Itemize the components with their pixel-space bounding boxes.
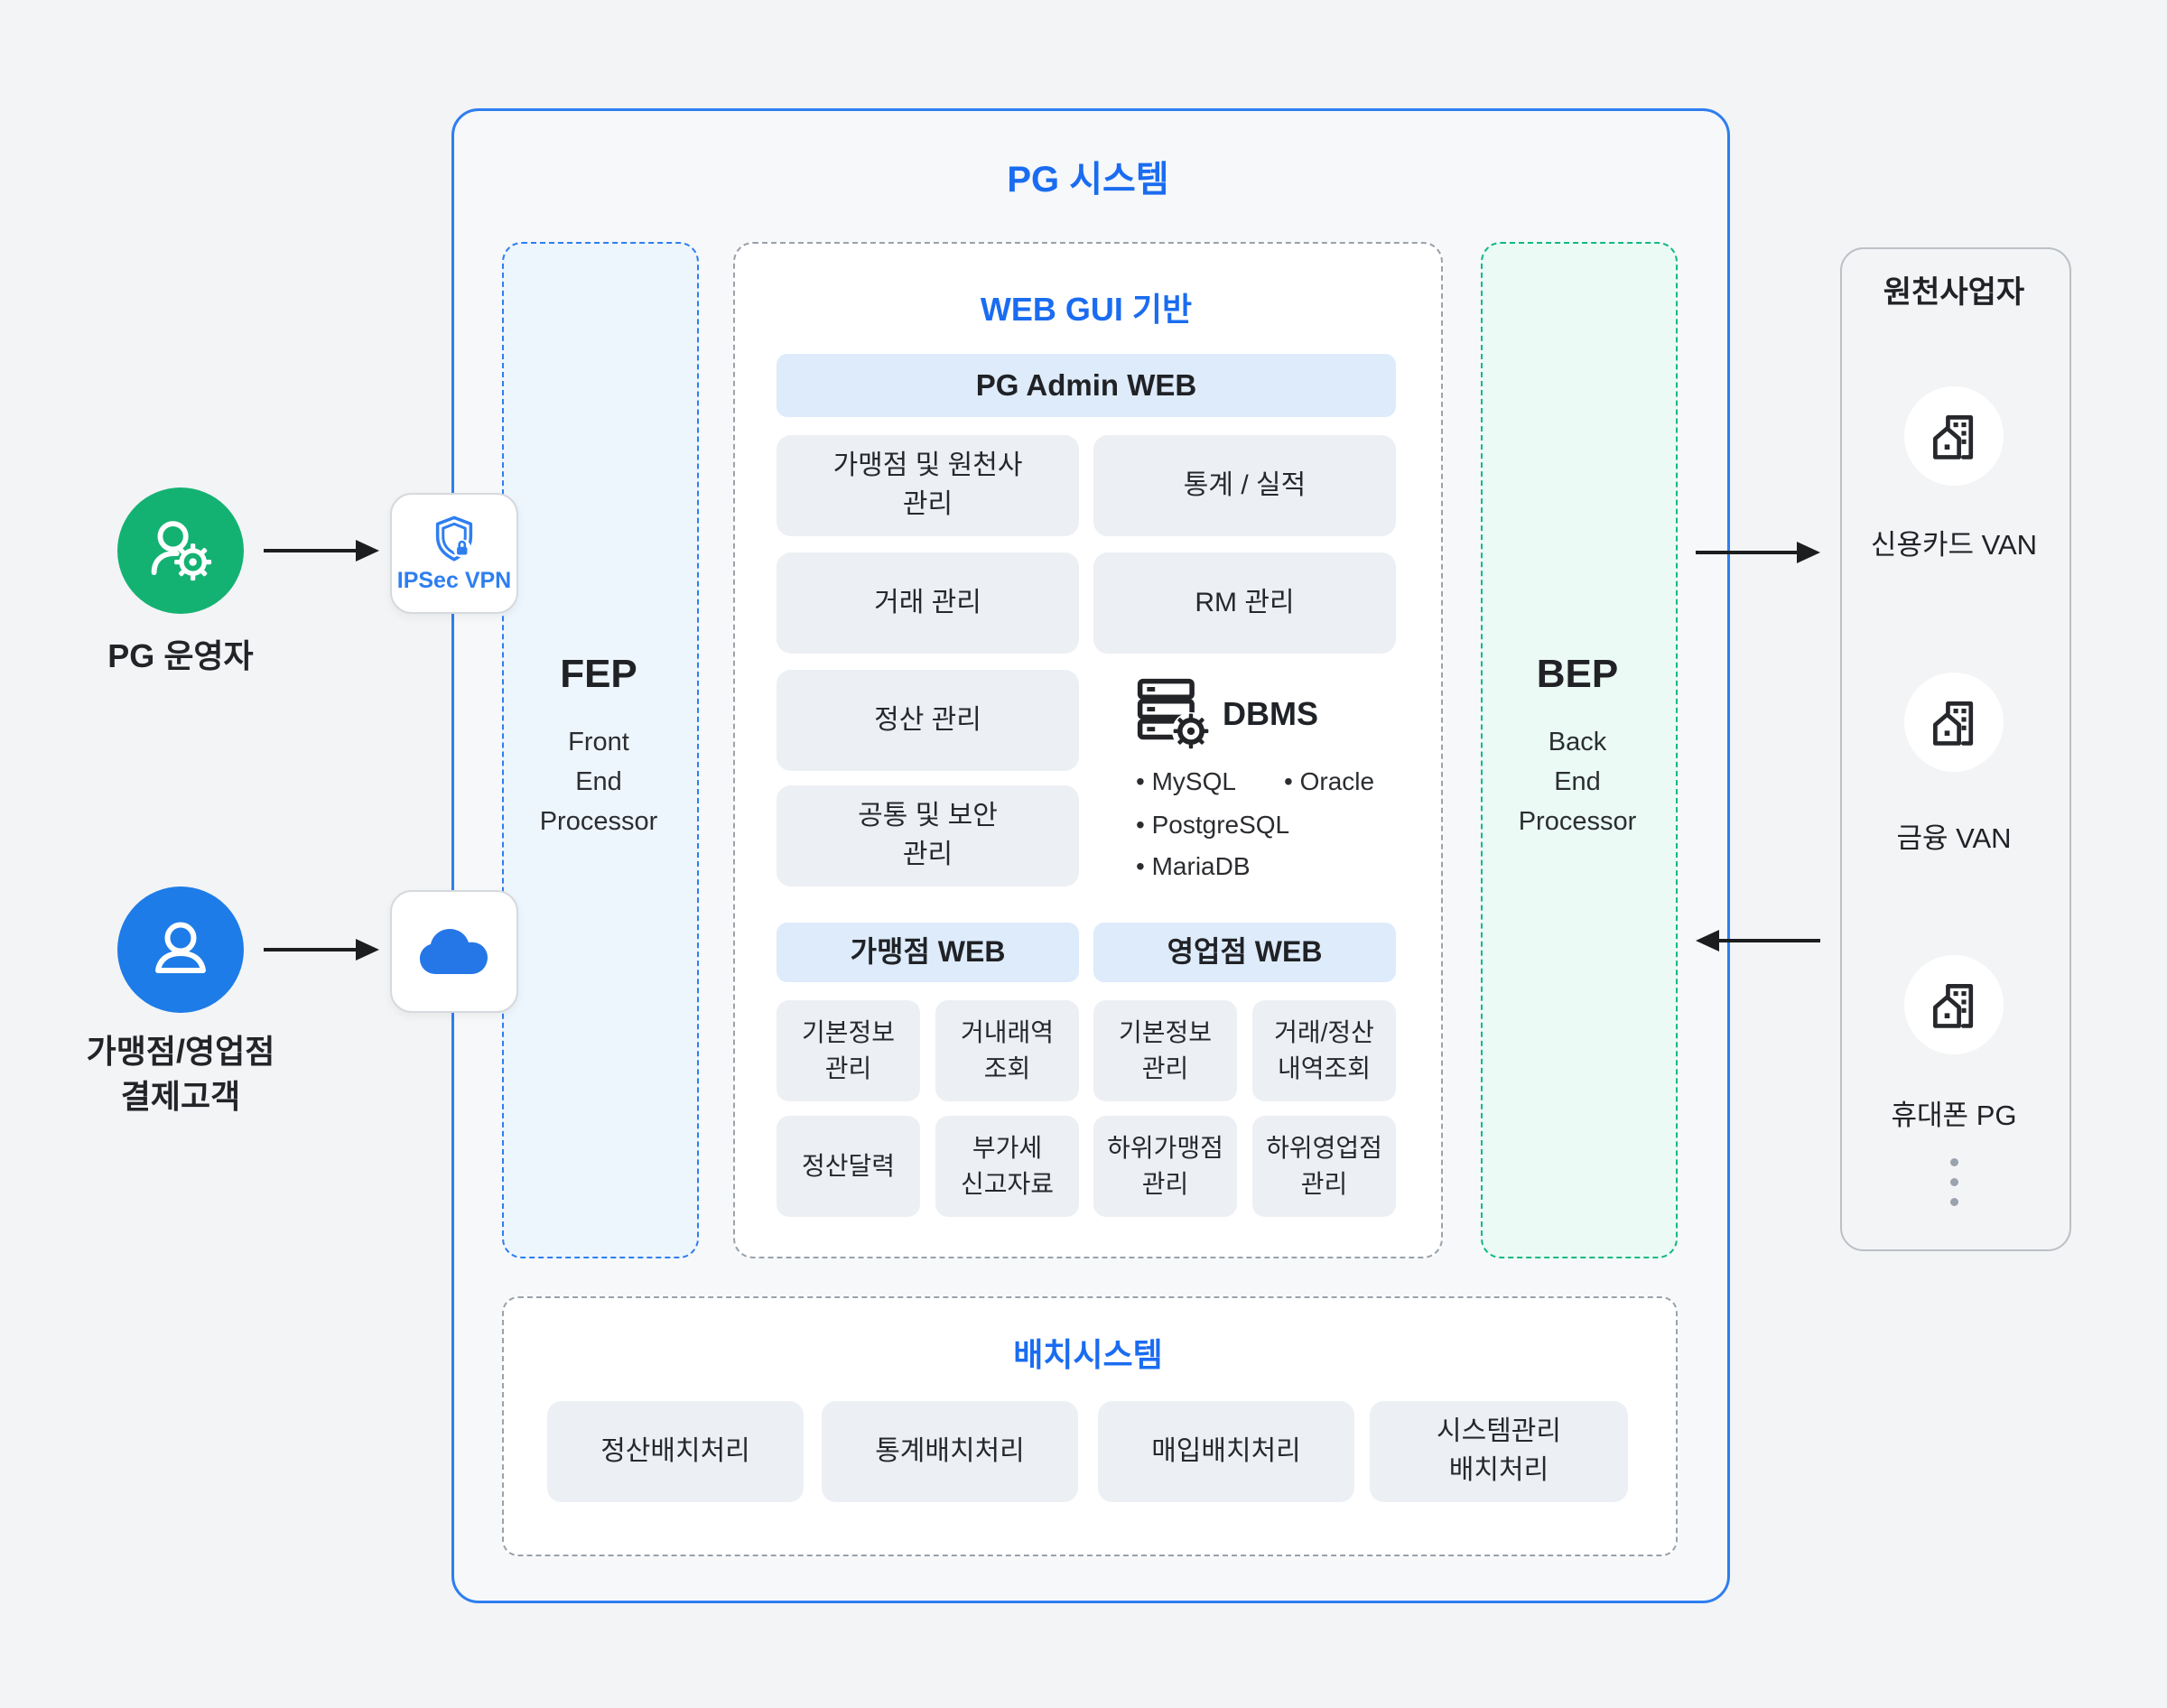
dbms-item-mysql: MySQL [1136,767,1236,796]
sales-cell-sub-sales-mgmt: 하위영업점 관리 [1252,1116,1396,1217]
server-gear-icon [1137,678,1210,750]
building-icon [1933,701,1974,746]
sales-cell-trans-settlement-inquiry: 거래/정산 내역조회 [1252,1000,1396,1101]
dbms-item-postgresql: PostgreSQL [1136,811,1290,840]
bep-column [1481,242,1678,1258]
ipsec-vpn-card: IPSec VPN [390,493,518,614]
customer-label: 가맹점/영업점 결제고객 [86,1033,275,1115]
merchant-cell-basic-info: 기본정보 관리 [777,1000,920,1101]
customer-avatar [117,886,244,1013]
batch-button-purchase: 매입배치처리 [1098,1401,1354,1502]
bep-subtitle: Back End Processor [1518,728,1637,836]
merchant-cell-vat-report: 부가세 신고자료 [935,1116,1079,1217]
pg-admin-web-header: PG Admin WEB [777,354,1396,417]
pg-operator-label: PG 운영자 [107,637,254,674]
user-icon [155,922,206,973]
dbms-title: DBMS [1223,695,1318,732]
fep-column [502,242,699,1258]
building-icon [1933,415,1974,459]
credit-card-van-label: 신용카드 VAN [1870,529,2038,561]
batch-system-title: 배치시스템 [1013,1336,1163,1373]
fep-subtitle: Front End Processor [539,728,658,836]
admin-button-settlement-mgmt: 정산 관리 [777,670,1079,771]
mobile-pg-label: 휴대폰 PG [1891,1100,2017,1131]
admin-button-rm-mgmt: RM 관리 [1093,552,1396,654]
dbms-item-oracle: Oracle [1284,767,1374,796]
fep-title: FEP [560,652,637,696]
dbms-item-mariadb: MariaDB [1136,852,1251,881]
admin-button-stats: 통계 / 실적 [1093,435,1396,536]
sales-cell-sub-merchant-mgmt: 하위가맹점 관리 [1093,1116,1237,1217]
credit-card-van-avatar [1904,386,2004,486]
batch-button-settlement: 정산배치처리 [547,1401,804,1502]
merchant-web-header: 가맹점 WEB [777,923,1079,982]
finance-van-label: 금융 VAN [1896,822,2012,854]
building-icon [1933,984,1974,1028]
shield-lock-icon [435,515,473,561]
cloud-gateway-card [390,890,518,1013]
bep-title: BEP [1536,652,1619,696]
source-providers-panel [1840,247,2071,1251]
mobile-pg-avatar [1904,955,2004,1054]
user-gear-icon [151,521,212,581]
merchant-cell-transaction-inquiry: 거내래역 조회 [935,1000,1079,1101]
admin-button-transaction-mgmt: 거래 관리 [777,552,1079,654]
vertical-ellipsis-icon [1840,1158,2068,1206]
merchant-cell-settlement-calendar: 정산달력 [777,1116,920,1217]
admin-button-merchant-source-mgmt: 가맹점 및 원천사 관리 [777,435,1079,536]
sales-cell-basic-info: 기본정보 관리 [1093,1000,1237,1101]
batch-button-stats: 통계배치처리 [822,1401,1078,1502]
pg-operator-avatar [117,487,244,614]
source-providers-title: 원천사업자 [1883,275,2025,310]
ipsec-vpn-label: IPSec VPN [396,567,512,593]
batch-button-system-mgmt: 시스템관리 배치처리 [1370,1401,1628,1502]
admin-button-common-security-mgmt: 공통 및 보안 관리 [777,785,1079,886]
sales-web-header: 영업점 WEB [1093,923,1396,982]
web-gui-title: WEB GUI 기반 [980,291,1193,328]
cloud-icon [420,929,488,974]
finance-van-avatar [1904,673,2004,772]
pg-system-title: PG 시스템 [1007,160,1169,200]
